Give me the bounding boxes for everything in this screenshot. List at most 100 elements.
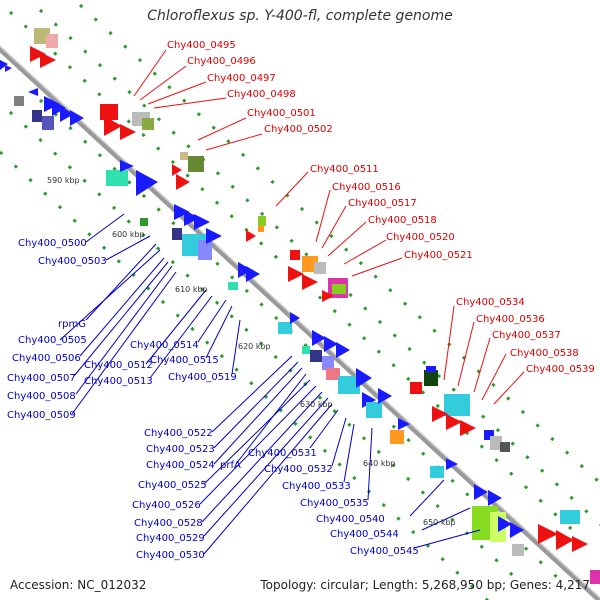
gene-arrow [238, 262, 252, 278]
gene-box [32, 110, 42, 122]
gene-arrow [498, 516, 512, 532]
gene-label: Chy400_0513 [84, 376, 153, 387]
gene-box [424, 370, 438, 386]
gene-label: Chy400_0516 [332, 182, 401, 193]
gene-box [198, 240, 212, 260]
forward-gene-labels: Chy400_0495 Chy400_0496 Chy400_0497 Chy4… [167, 40, 595, 375]
gene-box [490, 436, 502, 450]
scale-label: 600 kbp [112, 230, 145, 239]
gene-label: Chy400_0500 [18, 238, 87, 249]
gene-arrow [206, 228, 222, 244]
gene-arrow [172, 164, 182, 176]
gene-box [106, 170, 128, 186]
gene-box [338, 376, 360, 394]
gene-label: Chy400_0538 [510, 348, 579, 359]
gene-arrow [510, 522, 524, 538]
gene-box [142, 118, 154, 130]
gene-label: Chy400_0521 [404, 250, 473, 261]
gene-label: Chy400_0524 [146, 460, 215, 471]
gene-arrow [460, 420, 476, 436]
gene-arrow [0, 60, 8, 70]
gene-label: Chy400_0528 [134, 518, 203, 529]
scale-label: 650 kbp [423, 518, 456, 527]
gene-box [314, 262, 326, 274]
gene-box [430, 466, 444, 478]
gene-box [484, 430, 494, 440]
scale-label: 620 kbp [238, 342, 271, 351]
gene-box [500, 442, 510, 452]
gene-box [326, 368, 340, 380]
gene-arrow [40, 52, 56, 68]
gene-arrow [324, 336, 338, 352]
forward-gene-features [30, 28, 600, 584]
gene-label: rpmG [58, 319, 86, 330]
gene-arrow [246, 230, 256, 242]
gene-arrow [302, 274, 318, 290]
gene-arrow [362, 392, 376, 408]
reverse-gene-features [0, 60, 524, 556]
gene-box [290, 250, 300, 260]
gene-label: Chy400_0511 [310, 164, 379, 175]
gene-box [278, 322, 292, 334]
gene-label: Chy400_0520 [386, 232, 455, 243]
gene-label: Chy400_0519 [168, 372, 237, 383]
gene-label: Chy400_0540 [316, 514, 385, 525]
gene-arrow [120, 160, 134, 172]
gene-box [426, 366, 436, 372]
gene-box [590, 570, 600, 584]
gene-arrow [5, 65, 12, 72]
gene-label: Chy400_0498 [227, 89, 296, 100]
gene-box [302, 346, 310, 354]
gene-label: Chy400_0525 [138, 480, 207, 491]
gene-arrow [538, 524, 558, 544]
gene-arrow [474, 484, 488, 500]
forward-leader-lines [133, 49, 525, 405]
gene-arrow [174, 204, 190, 220]
gene-box [512, 544, 524, 556]
genome-backbone [0, 45, 600, 600]
gene-arrow [398, 418, 410, 430]
gene-arrow [176, 174, 190, 190]
genome-summary-text: Topology: circular; Length: 5,268,950 bp… [260, 578, 590, 592]
gene-label: Chy400_0509 [7, 410, 76, 421]
gene-box [322, 356, 334, 370]
gene-label: Chy400_0531 [248, 448, 317, 459]
gene-arrow [194, 214, 210, 230]
gene-box [560, 510, 580, 524]
gene-label: Chy400_0501 [247, 108, 316, 119]
gene-box [188, 156, 204, 172]
gene-label: Chy400_0545 [350, 546, 419, 557]
gene-arrow [488, 490, 502, 506]
gene-label: Chy400_0533 [282, 481, 351, 492]
gene-label: Chy400_0496 [187, 56, 256, 67]
scale-label: 640 kbp [363, 459, 396, 468]
reverse-gene-labels: Chy400_0500 Chy400_0503 rpmG Chy400_0505… [7, 238, 419, 561]
gene-arrow [184, 210, 200, 226]
gene-box [332, 284, 346, 294]
gene-label: Chy400_0512 [84, 360, 153, 371]
gene-label: Chy400_0544 [330, 529, 399, 540]
gene-box [258, 226, 264, 232]
gene-arrow [572, 536, 588, 552]
gene-label: Chy400_0539 [526, 364, 595, 375]
gene-box [390, 430, 404, 444]
gene-box [366, 402, 382, 418]
accession-text: Accession: NC_012032 [10, 578, 147, 592]
gene-arrow [290, 312, 300, 324]
gene-arrow [556, 530, 574, 550]
gene-arrow [28, 88, 38, 96]
gene-label: Chy400_0529 [136, 533, 205, 544]
gene-label: Chy400_0506 [12, 353, 81, 364]
scale-label: 610 kbp [175, 285, 208, 294]
scale-label: 590 kbp [47, 176, 80, 185]
genome-backbone-shadow [0, 45, 600, 599]
gene-label: Chy400_0537 [492, 330, 561, 341]
gene-arrow [312, 330, 326, 346]
gene-arrow [356, 368, 372, 388]
gene-box [228, 282, 238, 290]
gene-box [140, 218, 148, 226]
gene-label: Chy400_0522 [144, 428, 213, 439]
gene-label: Chy400_0502 [264, 124, 333, 135]
scale-labels: 590 kbp 600 kbp 610 kbp 620 kbp 630 kbp … [47, 176, 456, 527]
